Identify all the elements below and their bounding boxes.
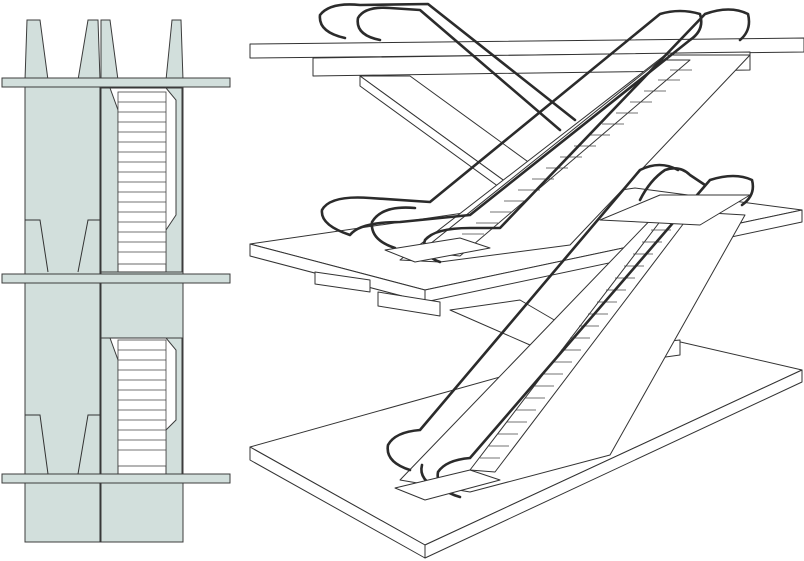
slab-middle-underside-a [314,271,371,293]
landing-plate-middle [384,237,491,263]
handrail-top-loop-a [318,2,577,122]
floor-slab-bottom-side [424,369,803,559]
elevation-column-left [24,79,101,543]
slab-middle-underside-b [377,291,441,317]
elevation-detail-upper-mid [77,219,100,273]
elevation-truss-upper-left [100,87,119,273]
elevation-view [1,19,231,543]
handrail-lower-left [386,163,680,472]
elevation-detail-upper-left [25,219,49,273]
elevation-steps-lower [117,339,167,467]
handrail-upper-mid [370,206,417,250]
elevation-floor-slab-bottom [1,473,231,484]
landing-plate-bottom [394,469,501,501]
slab-top-underside [312,51,751,77]
elevation-truss-lower-left [100,337,119,475]
handrail-top-loop-b [356,6,562,132]
elevation-detail-lower-mid [77,414,100,475]
elevation-floor-slab-top [1,77,231,88]
escalator-lower-steps [480,219,680,459]
handrail-upper-left [320,9,703,237]
elevation-steps-upper [117,91,167,265]
handrail-far [638,167,707,202]
elevation-truss-top-right [100,19,119,81]
elevation-truss-top-mid [77,19,101,81]
elevation-truss-top-far [165,19,184,81]
elevation-truss-top-left [24,19,49,81]
elevation-detail-lower-left [25,414,49,475]
elevation-floor-slab-middle [1,273,231,284]
perspective-view [249,2,804,559]
escalator-far-truss [599,194,751,226]
